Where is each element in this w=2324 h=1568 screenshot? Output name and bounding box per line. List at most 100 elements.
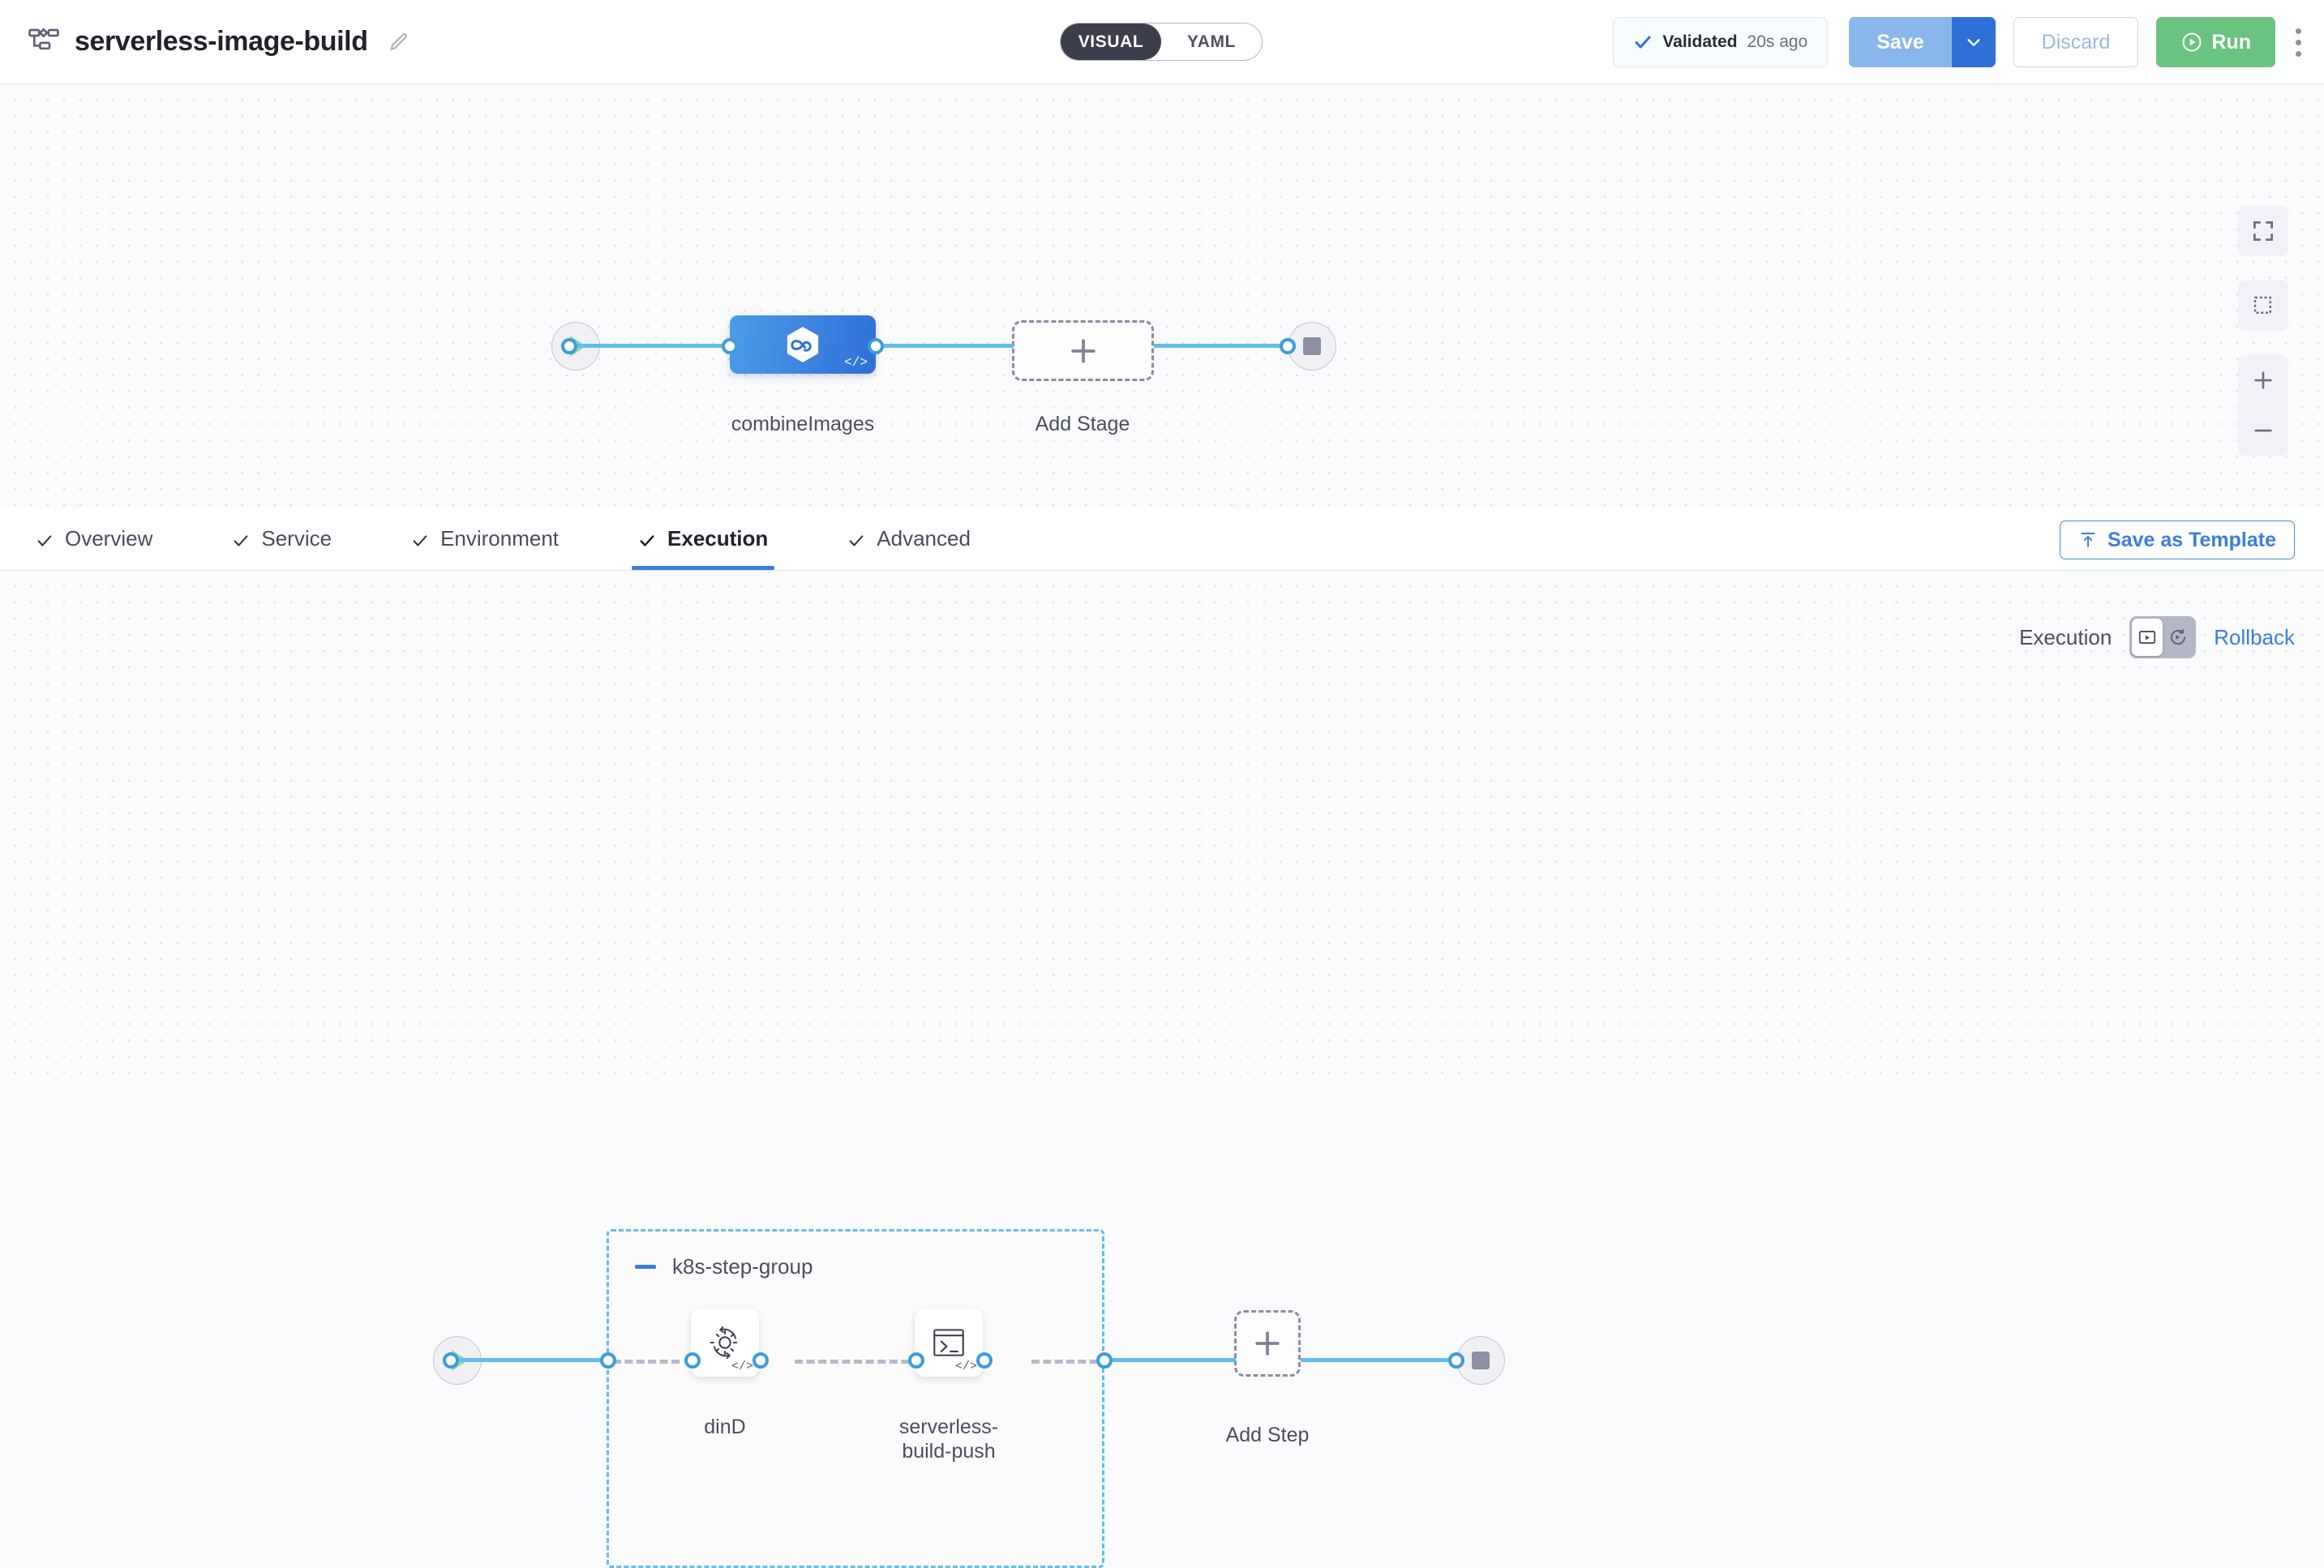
stage-node-combineimages[interactable]: </>: [730, 315, 876, 374]
step-code-badge: </>: [731, 1360, 753, 1373]
edge-add-step-to-end: [1301, 1358, 1455, 1362]
rollback-mode-label[interactable]: Rollback: [2214, 624, 2295, 649]
stage-tabbar: Overview Service Environment Execution A…: [0, 508, 2324, 571]
dind-input-port[interactable]: [684, 1352, 701, 1369]
tab-execution[interactable]: Execution: [632, 508, 805, 570]
save-dropdown-button[interactable]: [1951, 17, 1996, 67]
execution-end-port[interactable]: [1448, 1352, 1464, 1369]
check-icon: [411, 530, 429, 548]
zoom-controls: [2238, 355, 2288, 456]
selection-box-icon[interactable]: [2238, 281, 2288, 331]
tab-label: Service: [261, 526, 332, 551]
check-icon: [36, 530, 54, 548]
save-as-template-label: Save as Template: [2107, 528, 2276, 551]
gear-refresh-icon: [705, 1322, 745, 1363]
stop-icon: [1472, 1352, 1490, 1369]
run-label: Run: [2211, 30, 2251, 54]
pencil-edit-icon[interactable]: [388, 31, 410, 54]
discard-button[interactable]: Discard: [2013, 17, 2139, 67]
edge-start-to-group: [451, 1358, 605, 1362]
toggle-visual[interactable]: VISUAL: [1061, 24, 1161, 60]
step-code-badge: </>: [954, 1360, 977, 1373]
save-as-template-button[interactable]: Save as Template: [2060, 521, 2295, 559]
check-icon: [638, 530, 656, 548]
add-stage-button[interactable]: [1012, 320, 1154, 381]
page-title: serverless-image-build: [75, 26, 368, 57]
execution-play-box-icon[interactable]: [2132, 619, 2163, 656]
tab-environment[interactable]: Environment: [411, 508, 596, 570]
pipeline-flow-icon: [28, 26, 60, 58]
step-label-dind: dinD: [704, 1416, 746, 1438]
check-icon: [232, 530, 250, 548]
tab-advanced[interactable]: Advanced: [847, 508, 1008, 570]
end-node-port[interactable]: [1280, 338, 1296, 354]
chevron-down-icon: [1965, 33, 1983, 51]
harness-hexagon-icon: [781, 323, 825, 366]
tab-label: Overview: [65, 526, 153, 551]
plus-icon: [1250, 1326, 1285, 1361]
zoom-out-icon[interactable]: [2238, 405, 2288, 456]
tab-service[interactable]: Service: [232, 508, 369, 570]
validated-label: Validated: [1662, 32, 1738, 51]
execution-rollback-switch: Execution Rollback: [2019, 616, 2295, 658]
tab-label: Environment: [440, 526, 560, 551]
save-split-button[interactable]: Save: [1849, 17, 1996, 67]
edge-start-to-stage: [569, 344, 735, 348]
tab-overview[interactable]: Overview: [36, 508, 190, 570]
build-push-output-port[interactable]: [976, 1352, 993, 1369]
stage-node-label: combineImages: [731, 413, 875, 435]
execution-mode-label: Execution: [2019, 624, 2112, 649]
status-badge: Validated 20s ago: [1613, 17, 1829, 67]
header-actions: Validated 20s ago Save Discard Run: [1613, 0, 2324, 84]
stage-input-port[interactable]: [722, 338, 738, 354]
rollback-circular-arrow-icon[interactable]: [2163, 619, 2193, 656]
check-icon: [1633, 32, 1653, 52]
step-group-label: k8s-step-group: [672, 1254, 813, 1279]
edge-group-to-dind: [613, 1360, 680, 1364]
mode-toggle[interactable]: [2129, 616, 2197, 658]
toggle-yaml[interactable]: YAML: [1187, 32, 1236, 51]
build-push-input-port[interactable]: [908, 1352, 924, 1369]
minus-icon[interactable]: [635, 1265, 656, 1269]
run-button[interactable]: Run: [2156, 17, 2275, 67]
app-header: serverless-image-build VISUAL YAML Valid…: [0, 0, 2324, 84]
stage-canvas[interactable]: </> combineImages Add Stage: [0, 84, 2324, 508]
tab-label: Execution: [667, 526, 769, 551]
canvas-controls: [2238, 206, 2288, 456]
kebab-menu-icon[interactable]: [2295, 28, 2301, 57]
stop-icon: [1303, 337, 1321, 355]
stage-code-badge: </>: [844, 355, 868, 370]
play-circle-icon: [2180, 31, 2203, 54]
add-stage-label: Add Stage: [1035, 413, 1130, 435]
dind-output-port[interactable]: [753, 1352, 769, 1369]
pipeline-end-node: [1288, 322, 1336, 371]
start-node-port[interactable]: [561, 338, 577, 354]
step-node-serverless-build-push[interactable]: </>: [915, 1309, 983, 1377]
execution-canvas[interactable]: Execution Rollback: [0, 571, 2324, 1568]
stage-output-port[interactable]: [868, 338, 884, 354]
step-group-header[interactable]: k8s-step-group: [635, 1254, 813, 1279]
edge-stage-to-add: [876, 344, 1014, 348]
group-entry-port[interactable]: [600, 1352, 616, 1369]
check-icon: [847, 530, 865, 548]
edge-add-to-end: [1154, 344, 1288, 348]
validated-timestamp: 20s ago: [1747, 32, 1808, 51]
tab-list: Overview Service Environment Execution A…: [0, 508, 1050, 570]
save-button[interactable]: Save: [1849, 17, 1952, 67]
terminal-icon: [928, 1322, 969, 1363]
execution-start-port[interactable]: [443, 1352, 459, 1369]
tab-label: Advanced: [877, 526, 971, 551]
add-step-label: Add Step: [1225, 1424, 1310, 1446]
step-group-k8s[interactable]: k8s-step-group: [607, 1229, 1104, 1568]
view-mode-toggle[interactable]: VISUAL YAML: [1060, 23, 1263, 61]
add-step-button[interactable]: [1234, 1310, 1301, 1377]
step-node-dind[interactable]: </>: [691, 1309, 759, 1377]
plus-icon: [1066, 333, 1101, 369]
edge-group-to-add-step: [1104, 1358, 1236, 1362]
zoom-in-icon[interactable]: [2238, 355, 2288, 405]
edge-dind-to-build: [795, 1360, 921, 1364]
group-exit-port[interactable]: [1096, 1352, 1113, 1369]
step-label-serverless-build-push: serverless- build-push: [898, 1416, 999, 1463]
fit-to-screen-icon[interactable]: [2238, 206, 2288, 256]
template-upload-icon: [2078, 530, 2098, 550]
